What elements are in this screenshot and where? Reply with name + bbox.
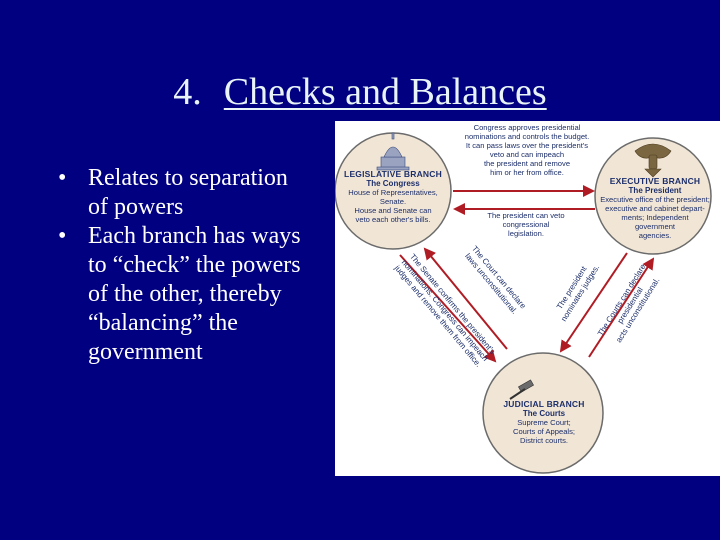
- title-number: 4.: [173, 71, 202, 113]
- judicial-heading: JUDICIAL BRANCH: [503, 399, 585, 409]
- congress-checks-president-label: Congress approves presidential nominatio…: [464, 123, 590, 177]
- arrow-congress-to-courts: [399, 254, 497, 363]
- judicial-circle: [482, 352, 604, 474]
- eagle-seal-icon: [634, 143, 672, 178]
- arrow-courts-to-congress: [423, 247, 508, 350]
- slide-title: 4. Checks and Balances: [0, 70, 720, 114]
- executive-circle: [594, 137, 712, 255]
- legislative-subheading: The Congress: [366, 179, 420, 188]
- arrow-courts-to-president: [588, 257, 655, 358]
- arrow-president-to-courts: [559, 252, 628, 353]
- checks-and-balances-diagram: LEGISLATIVE BRANCH The Congress House of…: [335, 121, 720, 476]
- capitol-icon: [376, 132, 410, 171]
- gavel-icon: [509, 379, 534, 400]
- judicial-subheading: The Courts: [522, 409, 566, 418]
- diagram-graphics: [335, 132, 712, 474]
- judicial-description: Supreme Court; Courts of Appeals; Distri…: [512, 418, 576, 445]
- executive-description: Executive office of the president; execu…: [600, 195, 710, 240]
- executive-subheading: The President: [628, 186, 682, 195]
- judicial-branch: JUDICIAL BRANCH The Courts Supreme Court…: [485, 399, 603, 445]
- executive-heading: EXECUTIVE BRANCH: [609, 176, 701, 186]
- bullet-item: Each branch has ways to “check” the powe…: [58, 222, 348, 367]
- legislative-description: House of Representatives, Senate. House …: [348, 188, 438, 224]
- president-checks-congress-label: The president can veto congressional leg…: [487, 211, 565, 238]
- title-text: Checks and Balances: [223, 71, 547, 113]
- bullet-item: Relates to separation of powers: [58, 164, 348, 222]
- executive-branch: EXECUTIVE BRANCH The President Executive…: [595, 176, 715, 240]
- bullet-list: Relates to separation of powers Each bra…: [58, 164, 348, 367]
- legislative-heading: LEGISLATIVE BRANCH: [344, 169, 442, 179]
- legislative-branch: LEGISLATIVE BRANCH The Congress House of…: [337, 169, 449, 224]
